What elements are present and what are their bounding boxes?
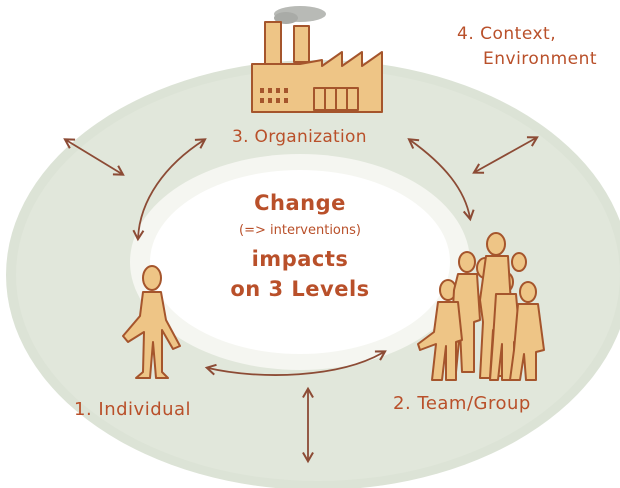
context-label-line1: 4. Context, <box>457 24 557 44</box>
factory-icon <box>251 6 383 113</box>
arrow-individual-organization <box>132 138 207 242</box>
change-label: Change <box>254 191 346 215</box>
arrow-individual-team <box>204 350 387 376</box>
arrow-environment-left <box>63 138 125 176</box>
impacts-label: impacts <box>251 247 349 271</box>
interventions-label: (=> interventions) <box>239 223 361 238</box>
center-text: Change (=> interventions) impacts on 3 L… <box>200 188 400 304</box>
organization-label: 3. Organization <box>232 127 367 147</box>
group-of-people-icon <box>417 232 545 381</box>
levels-label: on 3 Levels <box>230 277 370 301</box>
individual-label: 1. Individual <box>74 399 192 420</box>
person-icon <box>122 265 181 379</box>
context-environment-label: 4. Context, Environment <box>457 22 597 72</box>
arrow-environment-right <box>472 136 539 174</box>
connection-arrows <box>63 136 539 464</box>
context-label-line2: Environment <box>483 49 598 69</box>
arrow-organization-team <box>407 138 475 222</box>
team-group-label: 2. Team/Group <box>393 393 531 414</box>
